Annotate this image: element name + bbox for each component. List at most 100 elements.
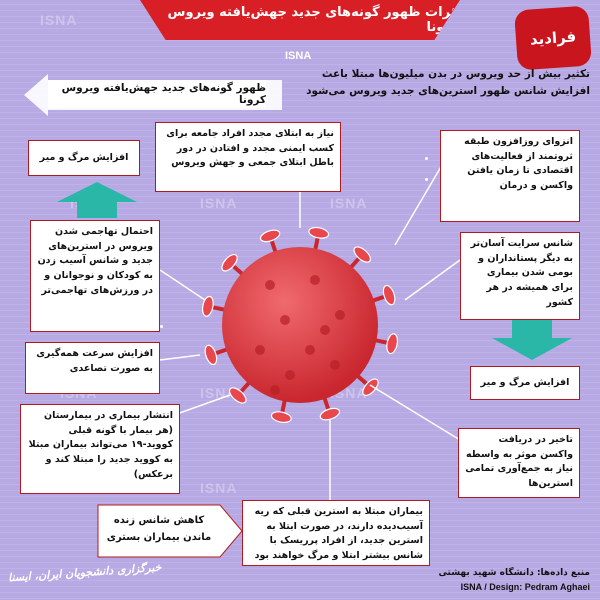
effect-box-previous-patients: بیماران مبتلا به استرین قبلی که ریه آسیب… <box>242 500 430 566</box>
effect-box-wealthy-isolation: انزوای روزافزون طبقه ثروتمند از فعالیت‌ه… <box>440 130 580 222</box>
stripe <box>0 448 600 449</box>
effect-text: احتمال تهاجمی شدن ویروس در استرین‌های جد… <box>37 226 153 296</box>
effect-text: تاخیر در دریافت واکسن موثر به واسطه نیاز… <box>465 434 573 490</box>
connector-dot <box>425 178 428 181</box>
stripe <box>0 88 600 89</box>
connector-dot <box>160 408 163 411</box>
stripe <box>0 118 600 119</box>
virus-dent <box>280 315 290 325</box>
effect-text-survival: کاهش شانس زنده ماندن بیماران بستری <box>106 515 212 543</box>
virus-spike-tip <box>362 378 379 397</box>
watermark: ISNA <box>40 12 78 28</box>
stripe <box>0 436 600 437</box>
watermark: ISNA <box>200 385 238 401</box>
effect-text: انتشار بیماری در بیمارستان (هر بیمار با … <box>28 410 173 480</box>
survival-arrow <box>97 504 243 558</box>
virus-dent <box>330 360 340 370</box>
virus-spike-tip <box>201 295 214 317</box>
stripe <box>0 484 600 485</box>
virus-spike-tip <box>259 229 281 243</box>
virus-dent <box>320 325 330 335</box>
arrow-up-icon <box>57 182 137 218</box>
virus-spike-tip <box>204 344 218 366</box>
stripe <box>0 64 600 65</box>
stripe <box>0 496 600 497</box>
stripe <box>0 82 600 83</box>
stripe <box>0 466 600 467</box>
stripe <box>0 478 600 479</box>
virus-dent <box>310 275 320 285</box>
stripe <box>0 100 600 101</box>
stripe <box>0 406 600 407</box>
stripe <box>0 460 600 461</box>
virus-spike-tip <box>221 253 238 272</box>
virus-surface <box>255 275 345 395</box>
stripe <box>0 112 600 113</box>
connector-dot <box>425 157 428 160</box>
stripe <box>0 70 600 71</box>
virus-dent <box>305 345 315 355</box>
stripe <box>0 592 600 593</box>
virus-spike-tip <box>228 387 247 404</box>
subtitle-box: ظهور گونه‌های جدید جهش‌یافته ویروس کرونا <box>48 80 266 108</box>
virus-dent <box>270 385 280 395</box>
intro-text: تکثیر بیش از حد ویروس در بدن میلیون‌ها م… <box>306 68 590 97</box>
effect-text: نیاز به ابتلای مجدد افراد جامعه برای کسب… <box>166 128 334 169</box>
virus-spike-tip <box>353 246 372 263</box>
stripe <box>0 454 600 455</box>
virus-spike-tip <box>386 333 399 355</box>
stripe <box>0 76 600 77</box>
subtitle-text: ظهور گونه‌های جدید جهش‌یافته ویروس کرونا <box>61 82 266 106</box>
effect-box-reinfection: نیاز به ابتلای مجدد افراد جامعه برای کسب… <box>155 122 341 192</box>
effect-text: افزایش سرعت همه‌گیری به صورت تصاعدی <box>36 348 153 374</box>
watermark: ISNA <box>330 195 368 211</box>
virus-spike-tip <box>308 226 330 239</box>
connector-dot <box>160 325 163 328</box>
virus-dent <box>285 370 295 380</box>
stripe <box>0 586 600 587</box>
effect-text: افزایش مرگ و میر <box>480 376 570 388</box>
stripe <box>0 238 600 239</box>
title-banner: اثرات ظهور گونه‌های جدید جهش‌یافته ویروس… <box>140 0 460 40</box>
watermark: ISNA <box>200 480 238 496</box>
effect-box-mortality-left: افزایش مرگ و میر <box>28 140 140 176</box>
stripe <box>0 442 600 443</box>
arrow-down-icon <box>492 320 572 360</box>
virus-dent <box>265 280 275 290</box>
stripe <box>0 232 600 233</box>
effect-text: شانس سرایت آسان‌تر به دیگر پستانداران و … <box>470 238 573 308</box>
virus-spike-tip <box>319 407 341 421</box>
effect-text: انزوای روزافزون طبقه ثروتمند از فعالیت‌ه… <box>464 136 573 192</box>
effect-box-aggressive-strain: احتمال تهاجمی شدن ویروس در استرین‌های جد… <box>30 220 160 332</box>
virus-dent <box>255 345 265 355</box>
stripe <box>0 94 600 95</box>
effect-box-vaccine-delay: تاخیر در دریافت واکسن موثر به واسطه نیاز… <box>458 428 580 498</box>
effect-text: افزایش مرگ و میر <box>39 151 129 163</box>
stripe <box>0 412 600 413</box>
stripe <box>0 430 600 431</box>
virus-spike-tip <box>382 284 396 306</box>
coronavirus-illustration <box>201 226 399 424</box>
virus-dent <box>335 310 345 320</box>
design-credit: ISNA / Design: Pedram Aghaei <box>460 582 590 592</box>
stripe <box>0 568 600 569</box>
stripe <box>0 598 600 599</box>
effect-box-hospital-spread: انتشار بیماری در بیمارستان (هر بیمار با … <box>20 404 180 494</box>
stripe <box>0 424 600 425</box>
stripe <box>0 580 600 581</box>
stripe <box>0 244 600 245</box>
effect-box-animal-spread: شانس سرایت آسان‌تر به دیگر پستانداران و … <box>460 232 580 320</box>
source-text: منبع داده‌ها: دانشگاه شهید بهشتی <box>438 568 590 578</box>
effect-text: بیماران مبتلا به استرین قبلی که ریه آسیب… <box>254 506 423 562</box>
stripe <box>0 490 600 491</box>
stripe <box>0 58 600 59</box>
virus-spike-tip <box>270 411 292 424</box>
stripe <box>0 106 600 107</box>
watermark: ISNA <box>200 195 238 211</box>
effect-box-mortality-right: افزایش مرگ و میر <box>470 366 580 400</box>
stripe <box>0 46 600 47</box>
stripe <box>0 418 600 419</box>
stripe <box>0 40 600 41</box>
stripe <box>0 472 600 473</box>
